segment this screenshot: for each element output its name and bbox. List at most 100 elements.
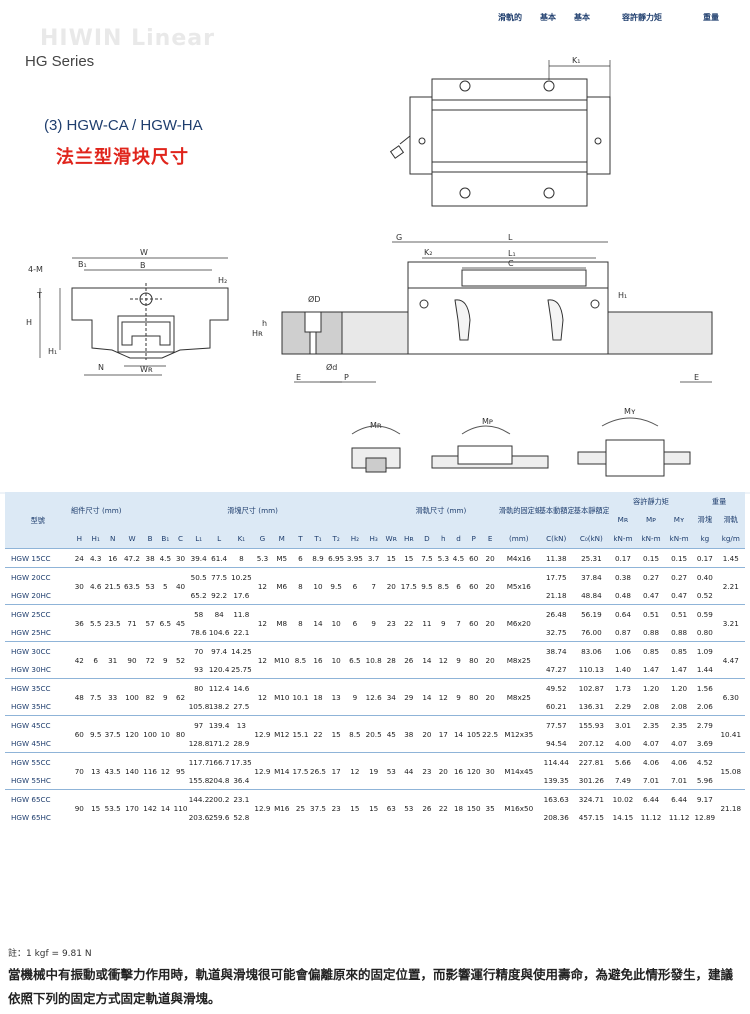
data-cell: 12	[345, 752, 365, 790]
data-cell: 37.84	[573, 567, 609, 586]
dim-label: N	[98, 363, 104, 372]
data-cell: 26.5	[309, 752, 327, 790]
data-cell: 53.5	[103, 789, 123, 826]
data-cell: 0.59	[693, 604, 717, 623]
col-header: M	[271, 528, 292, 549]
data-cell: 10.41	[716, 715, 745, 753]
data-cell: 0.38	[608, 567, 637, 586]
data-cell: 10	[158, 715, 173, 753]
moment-my-icon	[577, 417, 691, 477]
data-cell: 92.2	[211, 590, 228, 600]
col-header: 滑軌的固定螺栓尺寸	[498, 492, 539, 528]
data-cell: 100	[122, 678, 142, 716]
data-cell: 15	[88, 789, 104, 826]
col-header: B₁	[158, 528, 173, 549]
data-cell: M6	[271, 567, 292, 605]
data-cell: 20	[435, 752, 451, 790]
ghost-logo: HIWIN Linear	[40, 26, 215, 51]
data-cell: 17	[435, 715, 451, 753]
col-header: D	[418, 528, 436, 549]
data-cell: 17.35	[229, 752, 254, 771]
data-cell: 6	[88, 641, 104, 679]
data-cell: 16	[103, 548, 123, 568]
data-cell: 10.25	[229, 567, 254, 586]
data-cell: 60	[466, 567, 482, 605]
dim-label: C	[508, 259, 514, 268]
data-cell: 52.8	[233, 812, 250, 822]
data-cell: 4.5	[158, 548, 173, 568]
data-cell: 1.44	[696, 664, 713, 674]
data-cell: 4.5	[450, 548, 467, 568]
data-cell: 35	[481, 789, 499, 826]
technical-drawings: K₁ W B B₁ 4-M T H H₁ N Wʀ H₂	[26, 56, 713, 477]
data-cell: 6.30	[716, 678, 745, 716]
col-header: E	[481, 528, 499, 549]
col-header: 型號	[5, 492, 71, 549]
data-cell: 11.12	[640, 812, 662, 822]
data-cell: 47.27	[545, 664, 567, 674]
data-cell: 39.4	[188, 548, 209, 568]
col-header: kg/m	[716, 528, 745, 549]
data-cell: 23	[418, 752, 436, 790]
data-cell: 25.31	[573, 548, 609, 568]
data-cell: 60.21	[545, 701, 567, 711]
data-cell: 200.2	[208, 789, 230, 808]
data-cell: 38.74	[538, 641, 574, 660]
dim-label: Mᴘ	[482, 417, 493, 426]
data-cell: 17.6	[233, 590, 250, 600]
data-cell: 22.5	[481, 715, 499, 753]
data-cell: 19	[364, 752, 384, 790]
col-header: 基本靜額定負荷	[573, 492, 609, 528]
data-cell: M12x35	[498, 715, 539, 753]
col-header: Mʏ	[665, 510, 694, 528]
dim-label: K₂	[424, 248, 432, 257]
data-cell: 136.31	[578, 701, 604, 711]
data-cell: 102.87	[573, 678, 609, 697]
data-cell: 27.5	[233, 701, 250, 711]
data-cell: 0.17	[693, 548, 717, 568]
data-cell: 10.02	[608, 789, 637, 808]
data-cell: 14.15	[612, 812, 634, 822]
data-cell: M16x50	[498, 789, 539, 826]
data-cell: 16	[450, 752, 467, 790]
data-cell: 20.5	[364, 715, 384, 753]
model-cell: HGW 25HC	[11, 627, 51, 637]
data-cell: 14	[450, 715, 467, 753]
col-header: H	[70, 528, 89, 549]
data-cell: 12	[253, 641, 272, 679]
dim-label: T	[36, 291, 42, 300]
strip-text: 基本	[574, 13, 590, 22]
data-cell: 31	[103, 641, 123, 679]
data-cell: 45	[383, 715, 400, 753]
dim-label: L₁	[508, 249, 516, 258]
data-cell: 138.2	[208, 701, 230, 711]
data-cell: 142	[141, 789, 159, 826]
data-cell: 1.06	[608, 641, 637, 660]
data-cell: 77.5	[208, 567, 230, 586]
data-cell: 12.6	[364, 678, 384, 716]
data-cell: 5.3	[435, 548, 451, 568]
data-cell: M8x25	[498, 641, 539, 679]
dim-label: G	[396, 233, 402, 242]
data-cell: M16	[271, 789, 292, 826]
data-cell: 97	[188, 715, 209, 734]
dim-label: H₁	[618, 291, 627, 300]
data-cell: 36	[70, 604, 89, 642]
data-cell: 11.38	[538, 548, 574, 568]
dim-label: H₁	[48, 347, 57, 356]
dim-label: B₁	[78, 260, 87, 269]
col-header: 滑軌	[716, 510, 745, 528]
data-cell: 9.17	[693, 789, 717, 808]
data-cell: 58	[188, 604, 209, 623]
data-cell: 7	[364, 567, 384, 605]
data-cell: 17.5	[291, 752, 310, 790]
col-header: h	[435, 528, 451, 549]
data-cell: 105	[466, 715, 482, 753]
data-cell: 170	[122, 789, 142, 826]
data-cell: 7.01	[643, 775, 660, 785]
data-cell: 23	[383, 604, 400, 642]
